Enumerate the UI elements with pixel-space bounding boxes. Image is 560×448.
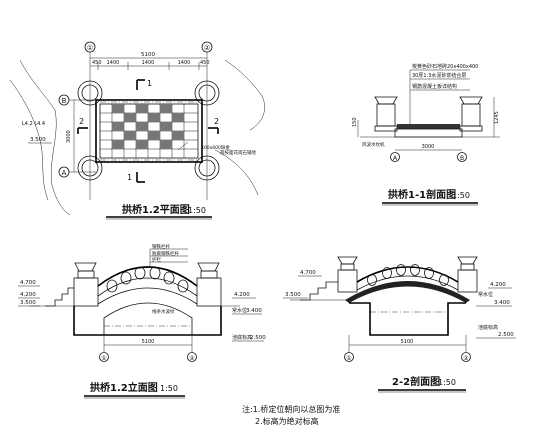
grid-label: A — [62, 169, 67, 177]
elevation-title: 拱桥1.2立面图 — [90, 381, 158, 394]
dim-total: 5100 — [141, 52, 155, 58]
pier-circle — [198, 159, 216, 177]
terrain-line — [9, 79, 49, 201]
terrain-line — [224, 59, 265, 131]
label-11-bottom: 风波水纹机 — [362, 141, 385, 148]
level-e1: 4.700 — [20, 280, 36, 286]
note-rail1: 钢铁栏杆 — [152, 243, 170, 250]
bridge-deck — [95, 99, 203, 163]
note-rail2: 防腐钢铁栏杆 — [152, 250, 179, 257]
level-water: 3.400 — [246, 308, 262, 314]
level-e4: 4.200 — [234, 292, 250, 298]
dim-seg: 1400 — [142, 60, 155, 66]
note-rail3: 护栏 — [152, 256, 161, 263]
dim-left: 3000 — [66, 130, 72, 143]
marks-left: L4.2 L4.4 — [22, 121, 45, 127]
note-bottom: 池底标高 — [478, 324, 498, 331]
level-bottom: 2.500 — [498, 332, 514, 338]
section11-scale: 1:50 — [452, 191, 470, 200]
grid-bubble-2 — [187, 352, 197, 362]
pier-circle — [77, 155, 103, 181]
section-mark: 1 — [127, 173, 132, 182]
note-water: 常水位 — [478, 291, 493, 298]
level-e3: 3.500 — [20, 300, 36, 306]
note-11-2: 30厚1:3水泥砂浆结合层 — [412, 72, 466, 79]
grid-bubble-2 — [461, 352, 471, 362]
pier-circle — [81, 159, 99, 177]
grid-bubble-1 — [99, 352, 109, 362]
grid-label: ① — [101, 355, 106, 362]
dim-11-right: 1245 — [494, 111, 500, 124]
note-water: 常水位 — [232, 307, 247, 314]
grid-label: ② — [204, 44, 210, 52]
note-mid: 线条水波纹 — [152, 308, 175, 315]
section-mark: 1 — [147, 79, 152, 88]
elevation-scale: 1:50 — [160, 384, 178, 393]
note-11-1: 炭黄色砂石地砖20x400x400 — [412, 63, 478, 70]
section-mark: 2 — [214, 117, 219, 126]
note-leader: 荔枝面花岗石铺地 — [220, 149, 256, 156]
pier-circle — [81, 84, 99, 102]
section11-title: 拱桥1-1剖面图 — [388, 188, 456, 201]
level-water: 3.400 — [494, 300, 510, 306]
plan-title: 拱桥1.2平面图 — [122, 203, 190, 216]
level-s1: 4.700 — [300, 270, 316, 276]
pier-circle — [77, 80, 103, 106]
dim-span: 5100 — [142, 339, 155, 345]
section-mark: 2 — [79, 117, 84, 126]
grid-bubble-b — [457, 152, 467, 162]
note-bottom: 池底标高 — [232, 334, 252, 341]
grid-label: ② — [189, 355, 195, 362]
level-s3: 4.200 — [490, 282, 506, 288]
note-11-3: 钢筋混凝土板详结构 — [412, 83, 457, 90]
terrain-line — [19, 59, 71, 216]
grid-bubble-a — [390, 152, 400, 162]
dim-seg: 1400 — [178, 60, 191, 66]
level-s2: 3.500 — [285, 292, 301, 298]
pier-circle — [198, 84, 216, 102]
note-line-2: 2.标高为绝对标高 — [255, 416, 319, 426]
grid-label: A — [393, 155, 398, 162]
grid-label: ① — [346, 355, 351, 362]
grid-label: B — [460, 155, 464, 162]
section-2-2: 4.700 3.500 4.200 常水位 3.400 池底标高 2.500 5… — [283, 256, 516, 393]
plan-scale: 1:50 — [188, 206, 206, 215]
level-e2: 4.200 — [20, 292, 36, 298]
level-bottom: 2.500 — [250, 335, 266, 341]
plan-view: ① ② 5100 450 1400 1400 1400 450 — [9, 41, 265, 220]
grid-label: ② — [463, 355, 469, 362]
grid-label: ① — [87, 44, 93, 52]
note-line-1: 注:1.桥定位朝向以总图为准 — [242, 404, 340, 414]
general-notes: 注:1.桥定位朝向以总图为准 2.标高为绝对标高 — [242, 404, 340, 426]
pier-circle — [194, 155, 220, 181]
dim-11-width: 3000 — [422, 144, 435, 150]
section-1-1: 炭黄色砂石地砖20x400x400 30厚1:3水泥砂浆结合层 钢筋混凝土板详结… — [352, 63, 500, 206]
dim-11-left: 150 — [352, 117, 358, 127]
dim-seg: 450 — [200, 60, 210, 66]
grid-bubble-1 — [344, 352, 354, 362]
section22-title: 2-2剖面图 — [392, 375, 440, 388]
dim-seg: 1400 — [107, 60, 120, 66]
dim-seg: 450 — [92, 60, 102, 66]
section22-scale: 1:50 — [438, 378, 456, 387]
terrain-line — [214, 149, 259, 196]
dim-span: 5100 — [401, 339, 414, 345]
level-left: 3.500 — [30, 137, 46, 143]
grid-label: B — [62, 97, 67, 105]
elevation-view: 4.700 4.200 3.500 4.200 常水位 3.400 池底标高 2… — [18, 243, 266, 399]
note-paving: 400x600缺金 — [201, 144, 230, 151]
pier-circle — [194, 80, 220, 106]
